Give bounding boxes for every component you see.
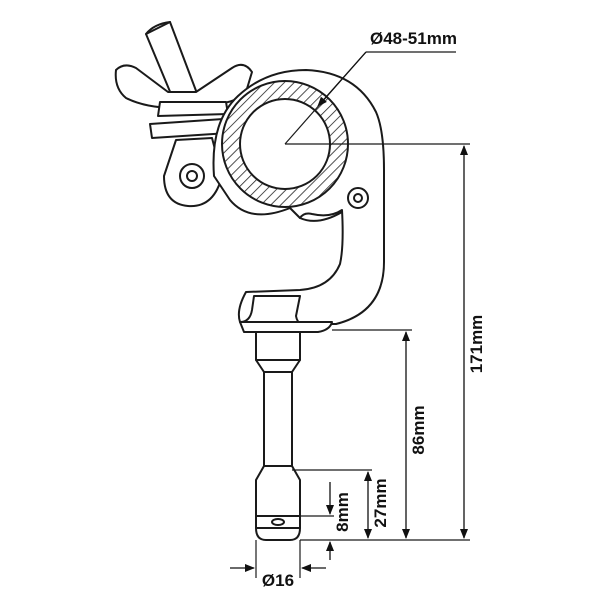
hinge-bracket xyxy=(149,117,245,208)
pipe-diameter-label: Ø48-51mm xyxy=(370,29,457,48)
total-height-label: 171mm xyxy=(467,315,486,374)
dimension-lines xyxy=(255,51,470,578)
spigot-diameter-label: Ø16 xyxy=(262,571,294,590)
base-plate xyxy=(239,321,333,333)
dimension-arrows xyxy=(230,51,468,572)
groove-width-label: 8mm xyxy=(333,492,352,532)
groove-height-label: 27mm xyxy=(371,478,390,527)
spigot-height-label: 86mm xyxy=(409,405,428,454)
spigot xyxy=(255,331,301,541)
